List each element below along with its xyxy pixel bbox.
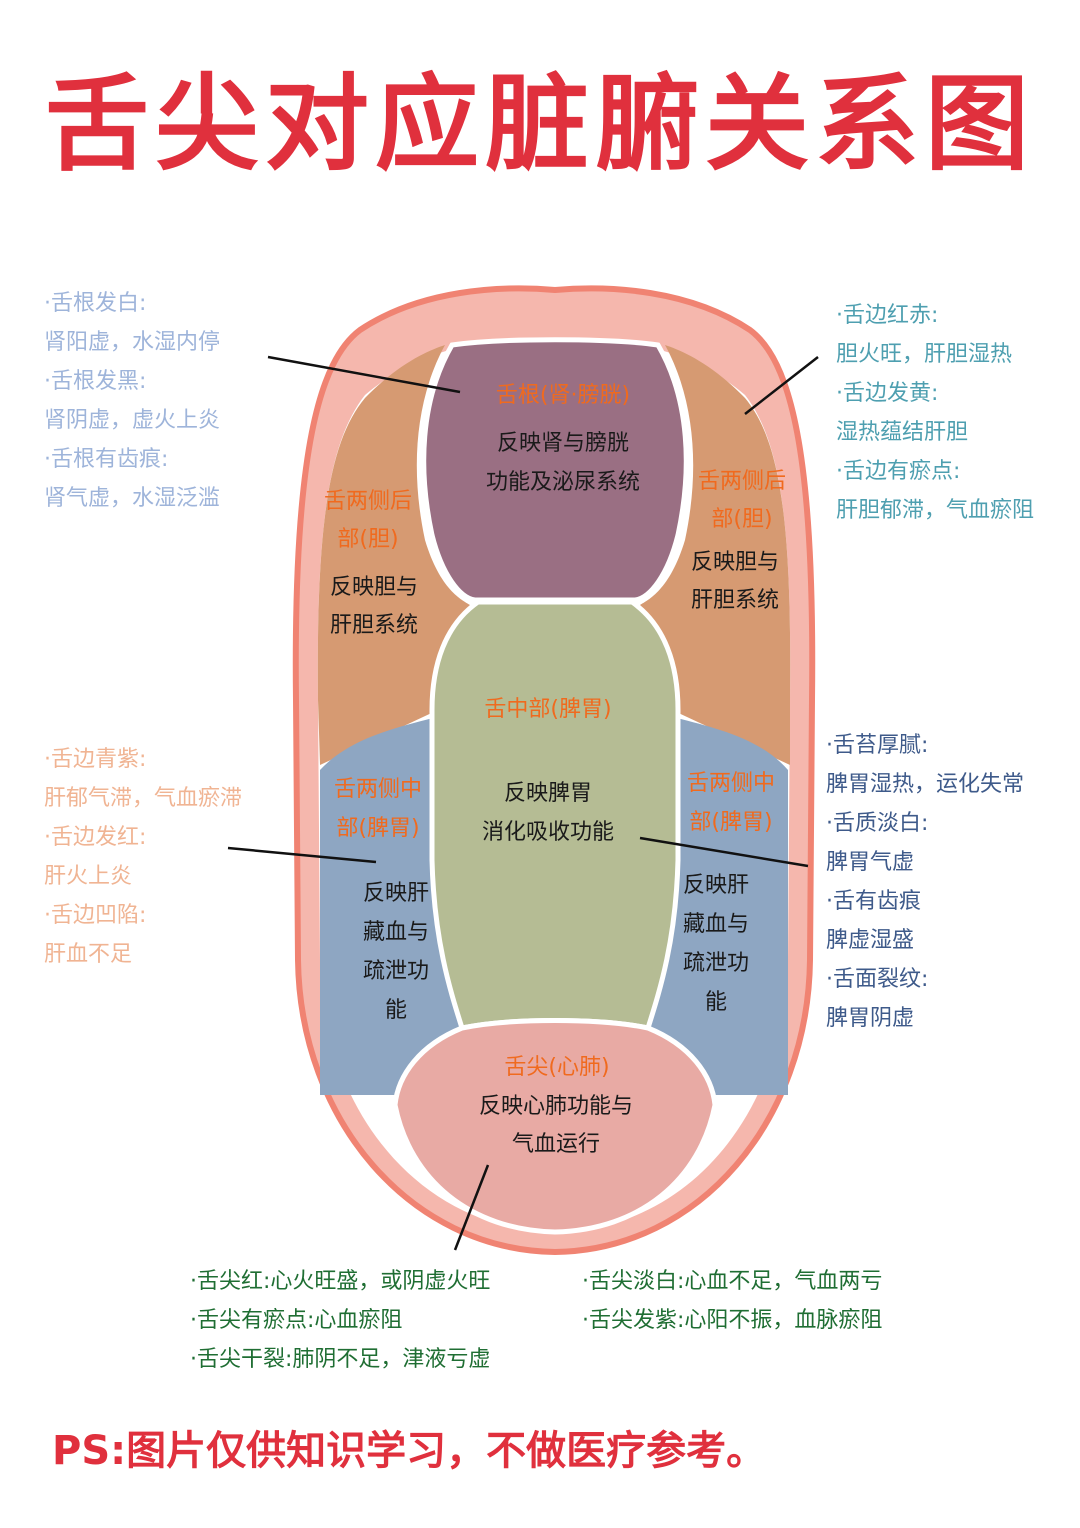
note-line: ·舌根有齿痕: [44, 447, 169, 472]
note-line: ·舌根发黑: [44, 369, 147, 394]
desc-left-mid-3: 疏泄功 [363, 959, 429, 984]
note-line: 肾阴虚，虚火上炎 [44, 408, 221, 433]
note-line: 脾胃湿热，运化失常 [826, 772, 1025, 797]
desc-right-mid-1: 反映肝 [683, 873, 749, 898]
pointer-line-root [267, 355, 461, 394]
label-left-mid-1: 舌两侧中 [334, 777, 422, 802]
note-line: 肝血不足 [44, 942, 133, 967]
note-line: ·舌尖有瘀点:心血瘀阻 [190, 1308, 403, 1333]
desc-tip-1: 反映心肺功能与 [479, 1094, 633, 1119]
pointer-line-tip [453, 1164, 490, 1251]
footer-disclaimer: PS:图片仅供知识学习，不做医疗参考。 [52, 1428, 767, 1474]
region-left-back [317, 345, 470, 765]
note-line: ·舌尖干裂:肺阴不足，津液亏虚 [190, 1347, 491, 1372]
note-spleen-stomach-symptoms: ·舌苔厚腻: 脾胃湿热，运化失常 ·舌质淡白: 脾胃气虚 ·舌有齿痕 脾虚湿盛 … [826, 726, 1024, 1038]
note-line: 肾气虚，水湿泛滥 [44, 486, 221, 511]
note-line: ·舌根发白: [44, 291, 147, 316]
note-line: 肝火上炎 [44, 864, 133, 889]
note-tip-symptoms-right: ·舌尖淡白:心血不足，气血两亏 ·舌尖发紫:心阳不振，血脉瘀阻 [582, 1262, 882, 1340]
note-edge-liver-symptoms: ·舌边青紫: 肝郁气滞，气血瘀滞 ·舌边发红: 肝火上炎 ·舌边凹陷: 肝血不足 [44, 740, 242, 974]
pointer-line-right-back [744, 356, 819, 415]
desc-right-mid-2: 藏血与 [683, 912, 749, 937]
desc-left-back-1: 反映胆与 [330, 575, 418, 600]
note-line: ·舌边发黄: [836, 381, 939, 406]
label-right-mid-2: 部(脾胃) [689, 810, 772, 835]
desc-root-1: 反映肾与膀胱 [497, 431, 629, 456]
desc-left-mid-4: 能 [385, 998, 407, 1023]
note-line: ·舌苔厚腻: [826, 733, 929, 758]
desc-left-mid-2: 藏血与 [363, 920, 429, 945]
label-root: 舌根(肾·膀胱) [496, 383, 630, 408]
note-line: ·舌边红赤: [836, 303, 939, 328]
label-right-back-1: 舌两侧后 [698, 469, 786, 494]
note-line: 脾胃阴虚 [826, 1006, 915, 1031]
note-line: ·舌边有瘀点: [836, 459, 961, 484]
note-tip-symptoms-left: ·舌尖红:心火旺盛，或阴虚火旺 ·舌尖有瘀点:心血瘀阻 ·舌尖干裂:肺阴不足，津… [190, 1262, 490, 1379]
note-line: ·舌质淡白: [826, 811, 929, 836]
note-line: ·舌尖淡白:心血不足，气血两亏 [582, 1269, 883, 1294]
desc-tip-2: 气血运行 [512, 1132, 600, 1157]
note-line: ·舌边凹陷: [44, 903, 147, 928]
label-left-back-1: 舌两侧后 [324, 489, 412, 514]
note-line: 胆火旺，肝胆湿热 [836, 342, 1013, 367]
note-line: 湿热蕴结肝胆 [836, 420, 969, 445]
label-right-mid-1: 舌两侧中 [687, 771, 775, 796]
desc-left-back-2: 肝胆系统 [330, 613, 418, 638]
desc-right-back-2: 肝胆系统 [691, 588, 779, 613]
region-right-back [640, 345, 791, 765]
pointer-line-middle [639, 836, 809, 868]
note-line: 脾虚湿盛 [826, 928, 915, 953]
region-right-mid [648, 718, 788, 1095]
note-line: ·舌边青紫: [44, 747, 147, 772]
region-tip [392, 1018, 718, 1235]
label-left-back-2: 部(胆) [337, 527, 398, 552]
pointer-line-left-mid [227, 846, 377, 864]
note-line: ·舌边发红: [44, 825, 147, 850]
region-root [421, 337, 689, 603]
note-line: ·舌面裂纹: [826, 967, 929, 992]
desc-middle-1: 反映脾胃 [504, 781, 592, 806]
desc-right-mid-3: 疏泄功 [683, 951, 749, 976]
label-middle: 舌中部(脾胃) [484, 697, 611, 722]
note-line: 肝郁气滞，气血瘀滞 [44, 786, 243, 811]
note-line: ·舌尖发紫:心阳不振，血脉瘀阻 [582, 1308, 883, 1333]
note-root-symptoms: ·舌根发白: 肾阳虚，水湿内停 ·舌根发黑: 肾阴虚，虚火上炎 ·舌根有齿痕: … [44, 284, 220, 518]
note-line: 肝胆郁滞，气血瘀阻 [836, 498, 1035, 523]
region-left-mid [320, 718, 462, 1095]
label-right-back-2: 部(胆) [711, 507, 772, 532]
note-edge-gallbladder-symptoms: ·舌边红赤: 胆火旺，肝胆湿热 ·舌边发黄: 湿热蕴结肝胆 ·舌边有瘀点: 肝胆… [836, 296, 1034, 530]
note-line: 肾阳虚，水湿内停 [44, 330, 221, 355]
page-title: 舌尖对应脏腑关系图 [44, 63, 1035, 185]
note-line: ·舌有齿痕 [826, 889, 921, 914]
note-line: 脾胃气虚 [826, 850, 915, 875]
desc-right-back-1: 反映胆与 [691, 550, 779, 575]
note-line: ·舌尖红:心火旺盛，或阴虚火旺 [190, 1269, 491, 1294]
desc-root-2: 功能及泌尿系统 [486, 470, 640, 495]
desc-right-mid-4: 能 [705, 990, 727, 1015]
label-left-mid-2: 部(脾胃) [336, 816, 419, 841]
desc-left-mid-1: 反映肝 [363, 881, 429, 906]
label-tip: 舌尖(心肺) [504, 1055, 609, 1080]
region-middle [429, 599, 681, 1031]
desc-middle-2: 消化吸收功能 [482, 820, 614, 845]
